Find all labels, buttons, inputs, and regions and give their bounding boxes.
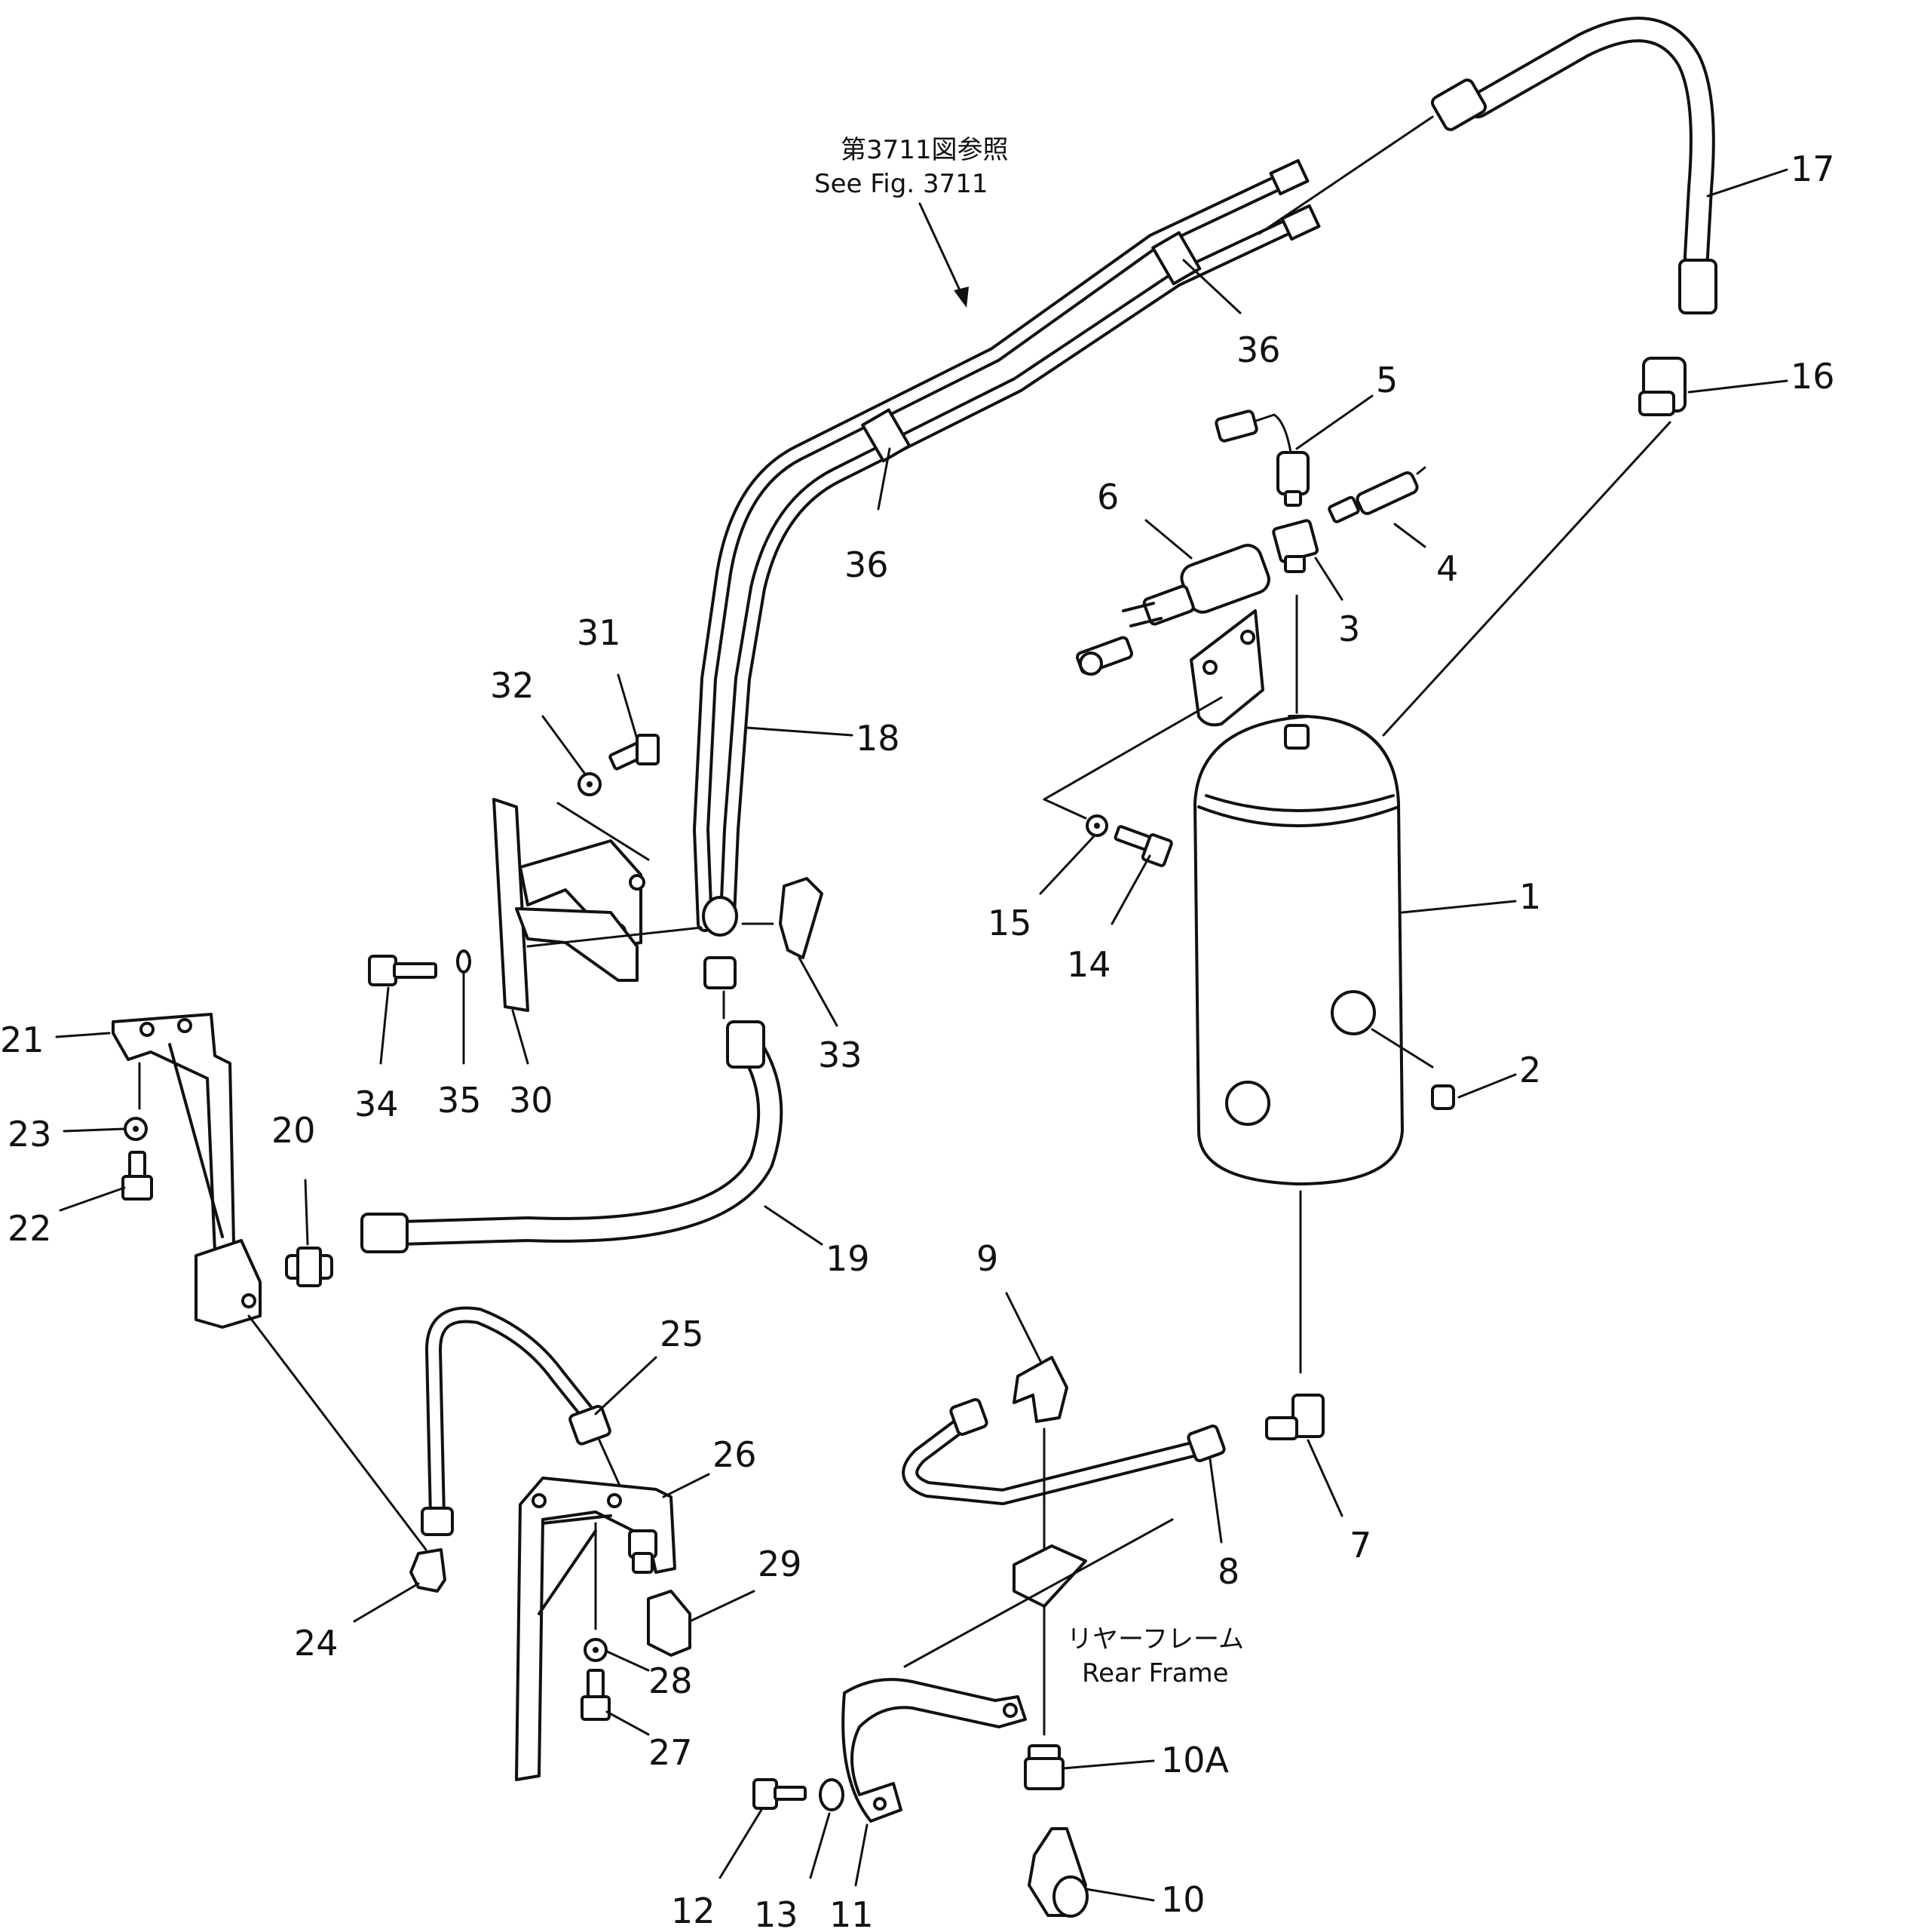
callout-6: 6 [1097,477,1119,517]
callout-21: 21 [0,1020,44,1060]
bracket-26-fitting [628,1529,657,1574]
callout-labels: 1 2 3 4 5 6 7 8 9 10 10A 11 12 13 14 15 … [0,149,1835,1932]
clamp-33 [779,877,823,959]
callout-13: 13 [754,1894,798,1932]
hose-17-end-fitting-top [1430,78,1487,131]
hose-19-end-fitting-left [360,1213,409,1253]
callout-10A: 10A [1161,1740,1230,1780]
rear-frame-label-en: Rear Frame [1082,1658,1229,1688]
callout-19: 19 [826,1238,870,1279]
pipe-end-fitting [703,956,737,989]
clamp-block [526,896,774,989]
washer-35 [456,949,471,974]
bolt-27 [581,1669,611,1721]
hose-17 [1258,17,1717,314]
elbow-16 [1382,357,1687,737]
plug-2 [1431,1084,1455,1110]
leader-block-to-24 [247,1314,427,1551]
hose-19-end-fitting-top [726,1020,765,1069]
bolt-22 [121,1151,153,1201]
pressure-switch-5 [1215,409,1310,507]
fitting-10A [1024,1744,1065,1790]
see-fig-arrow [918,202,969,308]
callout-28: 28 [648,1661,693,1701]
callout-26: 26 [712,1434,757,1475]
bracket-30 [492,798,645,1012]
callout-15: 15 [988,903,1032,943]
tank-side-port-upper [1331,990,1376,1035]
see-fig-label-jp: 第3711図参照 [841,135,1009,165]
washer-28 [584,1638,608,1662]
callout-8: 8 [1218,1551,1239,1592]
tee-fitting-3 [1272,519,1319,573]
air-tank [1193,714,1434,1374]
pipe-8 [902,1397,1226,1505]
strap-11 [841,1678,1027,1823]
elbow-24 [409,1548,446,1593]
pipe-clamp-36-upper [1151,231,1202,286]
tank-side-port-lower [1225,1081,1270,1126]
callout-31: 31 [577,612,621,653]
washer-23 [124,1117,148,1141]
fitting-29 [647,1590,691,1657]
callout-14: 14 [1067,944,1111,985]
callout-12: 12 [671,1891,715,1931]
bolt-31 [608,734,660,771]
callout-1: 1 [1519,876,1541,917]
tank-mount-bracket [1043,594,1298,820]
tank-top-port [1284,724,1310,750]
callout-4: 4 [1436,548,1458,589]
callout-32: 32 [490,665,535,706]
callout-16: 16 [1791,356,1835,397]
see-fig-label-en: See Fig. 3711 [814,169,988,199]
connector-20 [285,1247,333,1287]
hose-17-end-fitting-bottom [1678,259,1717,314]
callout-23: 23 [8,1114,52,1155]
callout-25: 25 [660,1314,704,1354]
callout-3: 3 [1338,609,1360,649]
washer-15 [1086,814,1108,837]
callout-30: 30 [509,1080,553,1121]
callout-18: 18 [856,718,900,759]
rear-frame-label-jp: リヤーフレーム [1067,1624,1244,1654]
elbow-9 [1013,1356,1068,1736]
callout-36-lower: 36 [844,544,889,585]
callout-10: 10 [1161,1879,1206,1920]
callout-22: 22 [8,1208,52,1249]
washer-32 [556,772,650,861]
callout-29: 29 [758,1544,802,1584]
callout-35: 35 [437,1080,482,1121]
governor-valve-6 [1076,544,1270,676]
callout-27: 27 [648,1732,693,1773]
callout-5: 5 [1376,360,1398,400]
callout-24: 24 [294,1623,339,1664]
bracket-21 [112,1013,262,1329]
washer-13 [819,1778,844,1811]
pipe-end-fitting-lower [1280,204,1321,241]
drain-valve-10 [1028,1827,1089,1918]
pipe-18-pair [693,158,1321,932]
callout-17: 17 [1791,149,1835,189]
pipe-end-fitting-upper [1269,158,1310,196]
leader-lines [55,168,1788,1902]
callout-7: 7 [1350,1525,1371,1566]
callout-34: 34 [354,1084,399,1124]
callout-9: 9 [976,1238,998,1279]
bolt-34 [368,955,437,986]
pipe-clamp-36-lower [861,408,911,463]
callout-33: 33 [818,1035,862,1075]
pipe-25 [421,1306,635,1536]
elbow-7 [1265,1394,1325,1440]
callout-2: 2 [1519,1050,1541,1090]
pressure-switch-4 [1328,466,1426,523]
callout-20: 20 [271,1110,316,1151]
callout-11: 11 [829,1894,874,1932]
bolt-12 [752,1778,807,1810]
hose-19 [360,990,783,1253]
bolt-14 [1114,825,1173,867]
callout-36-upper: 36 [1236,330,1281,370]
rear-frame-bracket [903,1518,1174,1668]
